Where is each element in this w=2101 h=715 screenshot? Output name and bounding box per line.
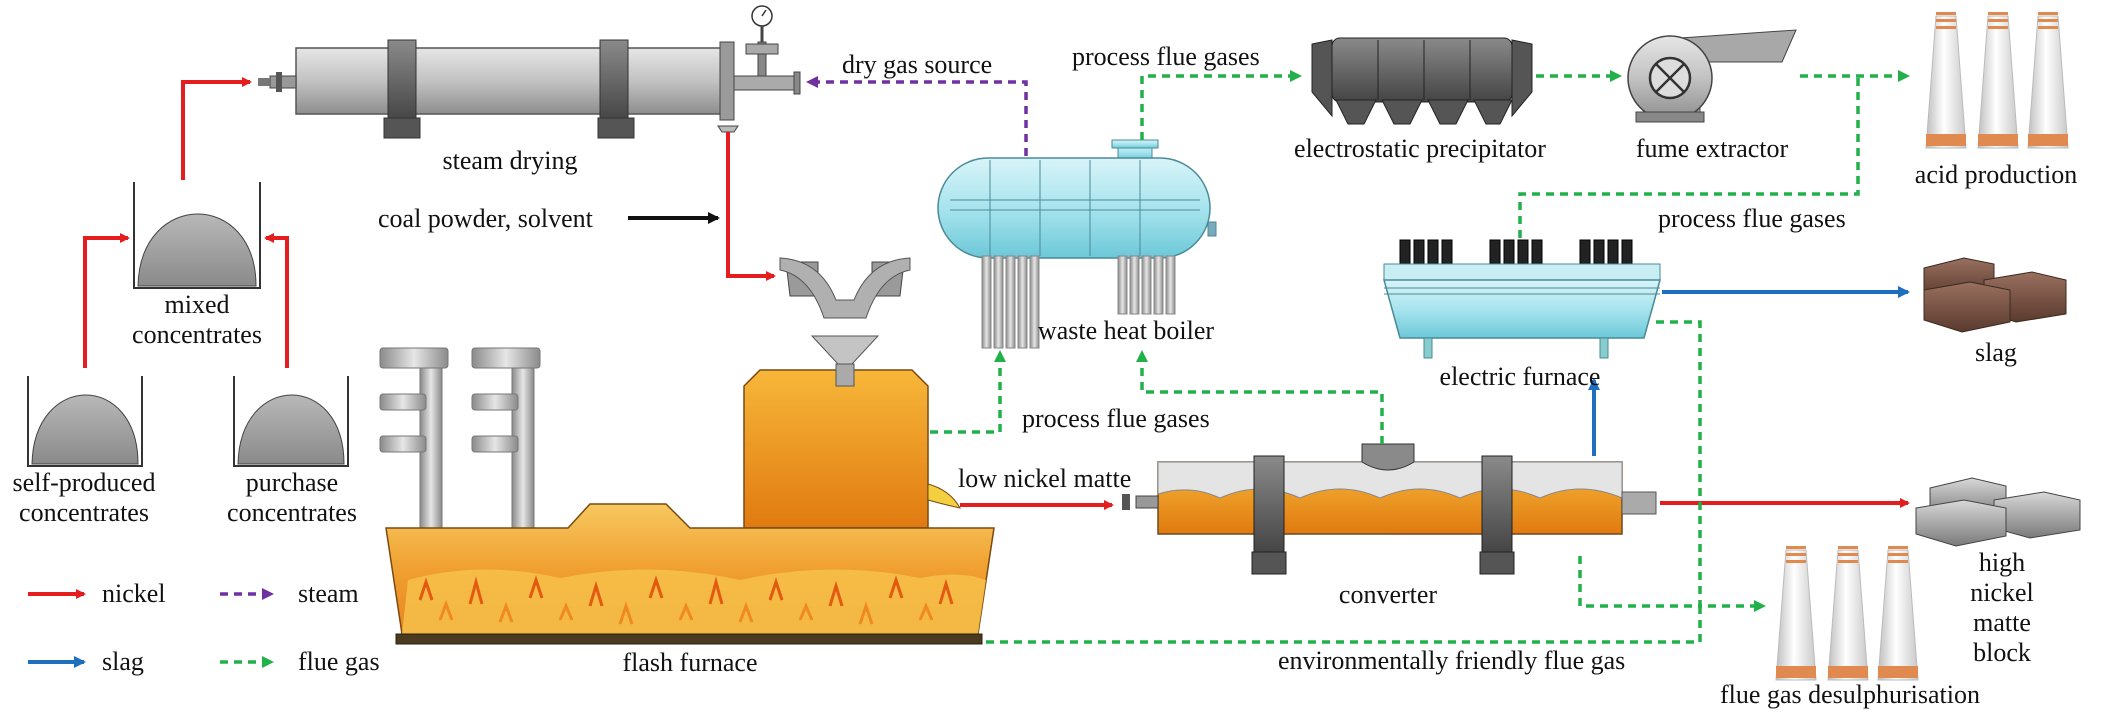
label-fume-extractor: fume extractor bbox=[1635, 134, 1789, 163]
label-low-nickel-matte: low nickel matte bbox=[958, 464, 1132, 493]
electric-furnace bbox=[1383, 239, 1661, 359]
label-waste-heat-boiler: waste heat boiler bbox=[1037, 316, 1215, 345]
slag-pile bbox=[1923, 257, 2067, 333]
label-coal-powder-solvent: coal powder, solvent bbox=[378, 204, 593, 233]
nickel-arrow-dryer-to-furnace bbox=[726, 132, 776, 281]
legend bbox=[28, 588, 274, 668]
flue-arrow-boiler-to-precipitator bbox=[1140, 70, 1302, 140]
flue-arrow-electric-furnace-to-acid bbox=[1518, 76, 1860, 238]
label-electric-furnace: electric furnace bbox=[1439, 362, 1601, 391]
label-high-nickel-matte-block: high nickel matte block bbox=[1970, 548, 2034, 667]
high-nickel-matte-ingots bbox=[1915, 477, 2081, 547]
label-electrostatic-precipitator: electrostatic precipitator bbox=[1294, 134, 1546, 163]
converter bbox=[1122, 443, 1657, 575]
label-slag: slag bbox=[1975, 338, 2017, 367]
purchase-concentrates-bin bbox=[233, 376, 349, 467]
flue-arrow-converter-to-boiler bbox=[1136, 350, 1384, 444]
steam-arrow-dry-gas-source bbox=[806, 76, 1028, 156]
flue-arrow-flash-to-fgd bbox=[986, 606, 1702, 644]
label-flash-furnace: flash furnace bbox=[622, 648, 758, 677]
label-process-flue-gases-top: process flue gases bbox=[1072, 42, 1260, 71]
desulphurisation-stacks bbox=[1775, 546, 1919, 681]
label-acid-production: acid production bbox=[1914, 160, 2078, 189]
label-steam-drying: steam drying bbox=[442, 146, 578, 175]
steam-dryer bbox=[258, 5, 801, 139]
flash-furnace bbox=[379, 257, 995, 645]
electrostatic-precipitator bbox=[1311, 37, 1533, 125]
fume-extractor bbox=[1627, 29, 1797, 123]
self-produced-concentrates-bin bbox=[27, 376, 143, 467]
label-flue-gas-desulphurisation: flue gas desulphurisation bbox=[1720, 680, 1980, 709]
mixed-concentrates-bin bbox=[133, 182, 261, 289]
legend-nickel-label: nickel bbox=[102, 579, 166, 608]
label-process-flue-gases-mid: process flue gases bbox=[1022, 404, 1210, 433]
label-purchase-concentrates: purchase concentrates bbox=[227, 468, 357, 527]
label-self-produced-concentrates: self-produced concentrates bbox=[12, 468, 156, 527]
nickel-arrow-self-produced-to-mixed bbox=[83, 233, 130, 368]
legend-slag-label: slag bbox=[102, 647, 144, 676]
label-process-flue-gases-right: process flue gases bbox=[1658, 204, 1846, 233]
nickel-arrow-purchase-to-mixed bbox=[264, 233, 289, 368]
waste-heat-boiler bbox=[937, 139, 1217, 349]
flue-arrow-converter-to-fgd bbox=[1578, 556, 1700, 608]
label-environmentally-friendly-flue-gas: environmentally friendly flue gas bbox=[1278, 646, 1626, 675]
legend-flue-gas-label: flue gas bbox=[298, 647, 380, 676]
nickel-arrow-mixed-to-dryer bbox=[181, 77, 252, 180]
flue-arrow-furnace-to-boiler bbox=[930, 350, 1006, 434]
flue-arrow-electric-furnace-to-fgd bbox=[1656, 320, 1766, 612]
label-dry-gas-source: dry gas source bbox=[842, 50, 993, 79]
legend-steam-label: steam bbox=[298, 579, 359, 608]
label-mixed-concentrates: mixed concentrates bbox=[132, 290, 262, 349]
acid-production-stacks bbox=[1925, 12, 2069, 149]
label-converter: converter bbox=[1338, 580, 1438, 609]
